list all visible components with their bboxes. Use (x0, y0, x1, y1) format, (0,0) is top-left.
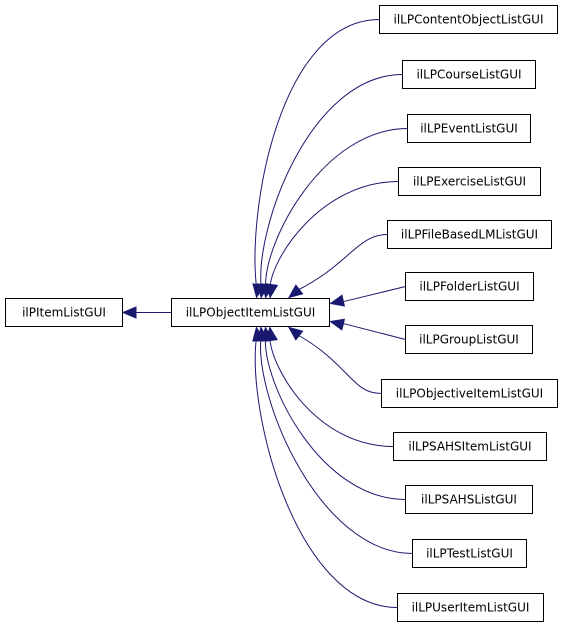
edge-illpsahslistgui (264, 337, 406, 500)
node-ilpitemlistgui-label: ilPItemListGUI (22, 306, 106, 320)
node-illpobjectiveitemlistgui[interactable]: ilLPObjectiveItemListGUI (381, 379, 558, 408)
node-illpeventlistgui[interactable]: ilLPEventListGUI (407, 114, 531, 143)
node-illpobjectiveitemlistgui-box (381, 379, 558, 408)
node-illpexerciselistgui-box (398, 167, 541, 196)
edge-illpsahsitemlistgui (269, 337, 394, 447)
node-illpsahslistgui-box (405, 485, 533, 514)
arrowhead-illpgrouplistgui (329, 318, 346, 331)
node-illptestlistgui-label: ilLPTestListGUI (426, 547, 513, 561)
node-illpcontentobjectlistgui[interactable]: ilLPContentObjectListGUI (379, 5, 558, 34)
node-illpfolderlistgui[interactable]: ilLPFolderListGUI (405, 272, 534, 301)
node-illpsahslistgui-label: ilLPSAHSListGUI (421, 493, 517, 507)
node-illpobjectitemlistgui-box (171, 298, 330, 327)
node-illpcontentobjectlistgui-label: ilLPContentObjectListGUI (394, 13, 544, 27)
node-illpfilebasedlmlistgui-label: ilLPFileBasedLMListGUI (401, 228, 538, 242)
arrowhead-root (121, 306, 137, 319)
node-illpuseritemlistgui-label: ilLPUserItemListGUI (412, 601, 530, 615)
node-illpcontentobjectlistgui-box (379, 5, 558, 34)
node-ilpitemlistgui[interactable]: ilPItemListGUI (5, 298, 123, 327)
node-illptestlistgui[interactable]: ilLPTestListGUI (412, 539, 527, 568)
node-illpexerciselistgui[interactable]: ilLPExerciseListGUI (398, 167, 541, 196)
node-illpgrouplistgui-box (405, 325, 533, 354)
node-illpobjectitemlistgui[interactable]: ilLPObjectItemListGUI (171, 298, 330, 327)
node-illpobjectiveitemlistgui-label: ilLPObjectiveItemListGUI (396, 387, 543, 401)
edge-illpcontentobjectlistgui (254, 19, 380, 288)
edge-illpfolderlistgui (342, 286, 406, 303)
arrowhead-illpexerciselistgui (265, 283, 279, 299)
arrowhead-illpuseritemlistgui (252, 326, 265, 342)
node-illpsahsitemlistgui-label: ilLPSAHSItemListGUI (408, 440, 531, 454)
edge-illpgrouplistgui (342, 322, 406, 340)
edge-illpfilebasedlmlistgui (296, 234, 388, 291)
node-illpfilebasedlmlistgui[interactable]: ilLPFileBasedLMListGUI (387, 220, 552, 249)
node-illptestlistgui-box (412, 539, 527, 568)
arrowhead-illpfolderlistgui (329, 294, 346, 307)
edge-illpexerciselistgui (269, 181, 399, 288)
node-illpfolderlistgui-box (405, 272, 534, 301)
node-illpgrouplistgui[interactable]: ilLPGroupListGUI (405, 325, 533, 354)
node-illpgrouplistgui-label: ilLPGroupListGUI (419, 333, 519, 347)
node-illpcourselistgui-box (402, 60, 536, 89)
nodes: ilPItemListGUI ilLPObjectItemListGUI ilLPC… (5, 5, 558, 622)
node-illpeventlistgui-label: ilLPEventListGUI (420, 122, 518, 136)
arrowhead-illpobjectiveitemlistgui (287, 326, 304, 341)
edge-illpcourselistgui (260, 74, 403, 288)
edge-illpeventlistgui (265, 128, 408, 288)
node-illpfilebasedlmlistgui-box (387, 220, 552, 249)
edge-illptestlistgui (260, 337, 413, 554)
node-illpobjectitemlistgui-label: ilLPObjectItemListGUI (186, 306, 316, 320)
node-illpuseritemlistgui-box (397, 593, 544, 622)
node-illpcourselistgui-label: ilLPCourseListGUI (416, 68, 521, 82)
node-illpexerciselistgui-label: ilLPExerciseListGUI (413, 175, 526, 189)
node-illpsahslistgui[interactable]: ilLPSAHSListGUI (405, 485, 533, 514)
node-illpuseritemlistgui[interactable]: ilLPUserItemListGUI (397, 593, 544, 622)
edge-illpobjectiveitemlistgui (296, 334, 382, 394)
arrowhead-illpfilebasedlmlistgui (287, 284, 304, 299)
edges (121, 19, 413, 608)
node-illpsahsitemlistgui-box (393, 432, 547, 461)
node-illpcourselistgui[interactable]: ilLPCourseListGUI (402, 60, 536, 89)
node-illpfolderlistgui-label: ilLPFolderListGUI (419, 280, 519, 294)
node-illpeventlistgui-box (407, 114, 531, 143)
edge-illpuseritemlistgui (254, 337, 398, 608)
node-illpsahsitemlistgui[interactable]: ilLPSAHSItemListGUI (393, 432, 547, 461)
node-ilpitemlistgui-box (5, 298, 123, 327)
